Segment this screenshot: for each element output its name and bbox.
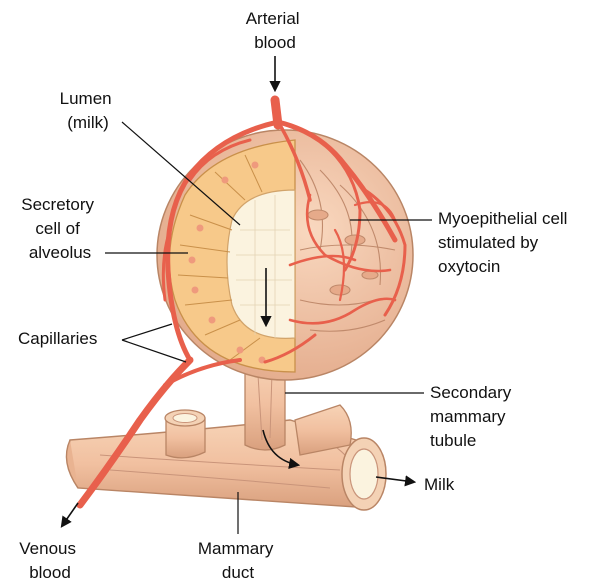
duct-opening <box>342 438 386 510</box>
label-lumen: Lumen (milk) <box>60 89 117 132</box>
label-arterial-blood: Arterial blood <box>246 9 305 52</box>
capillaries-leader-upper <box>122 324 172 340</box>
label-secondary-tubule: Secondary mammary tubule <box>430 383 516 450</box>
capillaries-leader-lower <box>122 340 186 362</box>
label-secretory-cell: Secretory cell of alveolus <box>21 195 98 262</box>
label-myoepithelial: Myoepithelial cell stimulated by oxytoci… <box>438 209 572 276</box>
label-capillaries: Capillaries <box>18 329 97 348</box>
label-mammary-duct: Mammary duct <box>198 539 278 582</box>
venous-arrow <box>62 503 78 526</box>
label-milk: Milk <box>424 475 455 494</box>
label-venous-blood: Venous blood <box>19 539 80 582</box>
duct-side-branch <box>165 410 205 458</box>
